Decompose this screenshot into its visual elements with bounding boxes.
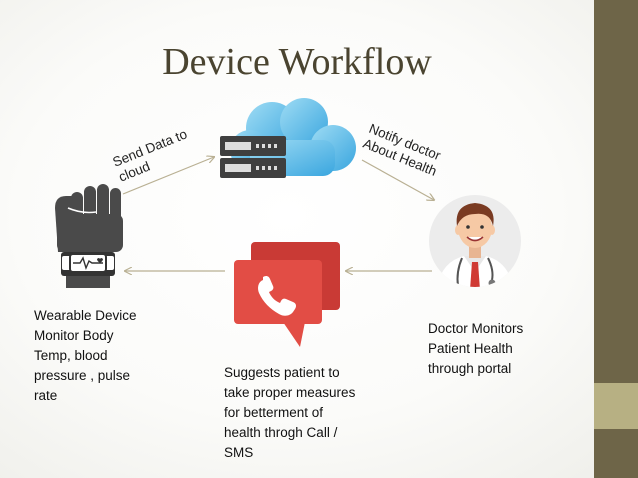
sidebar-accent-block [594,383,638,429]
slide-title: Device Workflow [162,41,432,83]
doctor-monitors-label: Doctor Monitors Patient Health through p… [428,321,524,376]
fist-wristband-icon [55,184,123,288]
cloud-server-icon [220,98,356,178]
arrow-wearable-to-cloud [122,157,214,195]
wearable-device-label: Wearable Device Monitor Body Temp, blood… [34,308,137,403]
edge-label-notify-doctor: Notify doctor About Health [361,121,446,180]
suggest-measures-label: Suggests patient to take proper measures… [224,365,356,460]
arrow-cloud-to-doctor [361,159,434,200]
phone-chat-bubble-icon [234,242,340,347]
edge-label-send-data: Send Data to cloud [111,125,199,185]
doctor-avatar-icon [429,195,521,287]
